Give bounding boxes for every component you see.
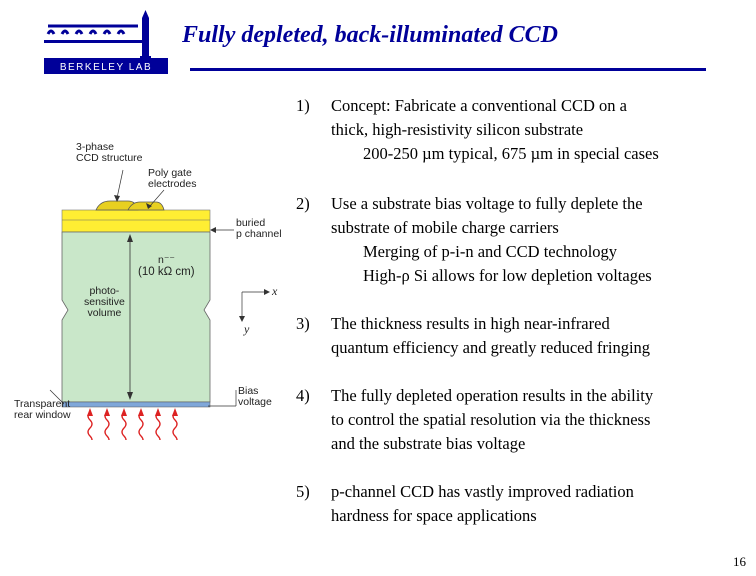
berkeley-lab-logo: BERKELEY LAB xyxy=(44,10,168,74)
bullet-line: hardness for space applications xyxy=(331,506,537,525)
title-divider xyxy=(190,68,706,71)
bullet-line: Use a substrate bias voltage to fully de… xyxy=(331,194,643,213)
label-y-axis: y xyxy=(244,322,250,336)
bullet-subline: Merging of p-i-n and CCD technology xyxy=(363,242,618,261)
bullet-number: 4) xyxy=(296,386,310,405)
bullet-line: substrate of mobile charge carriers xyxy=(331,218,559,237)
slide-title: Fully depleted, back-illuminated CCD xyxy=(182,22,558,48)
bullet-number: 1) xyxy=(296,96,310,115)
bullet-subline: 200-250 µm typical, 675 µm in special ca… xyxy=(363,144,659,163)
page-number: 16 xyxy=(733,554,746,569)
bullet-number: 3) xyxy=(296,314,310,333)
logo-text: BERKELEY LAB xyxy=(60,62,152,73)
bullet-line: The fully depleted operation results in … xyxy=(331,386,654,405)
bullet-number: 2) xyxy=(296,194,310,213)
label-x-axis: x xyxy=(272,284,278,298)
bullet-line: Concept: Fabricate a conventional CCD on… xyxy=(331,96,628,115)
bullet-number: 5) xyxy=(296,482,310,501)
bullet-line: p-channel CCD has vastly improved radiat… xyxy=(331,482,634,501)
label-resistivity: (10 kΩ cm) xyxy=(138,266,195,278)
bullet-line: and the substrate bias voltage xyxy=(331,434,526,453)
label-n-minus: n⁻⁻ xyxy=(158,254,175,266)
bullet-line: The thickness results in high near-infra… xyxy=(331,314,610,333)
bullet-subline: High-ρ Si allows for low depletion volta… xyxy=(363,266,652,285)
bullet-line: quantum efficiency and greatly reduced f… xyxy=(331,338,651,357)
bullet-line: thick, high-resistivity silicon substrat… xyxy=(331,120,584,139)
bullet-line: to control the spatial resolution via th… xyxy=(331,410,651,429)
